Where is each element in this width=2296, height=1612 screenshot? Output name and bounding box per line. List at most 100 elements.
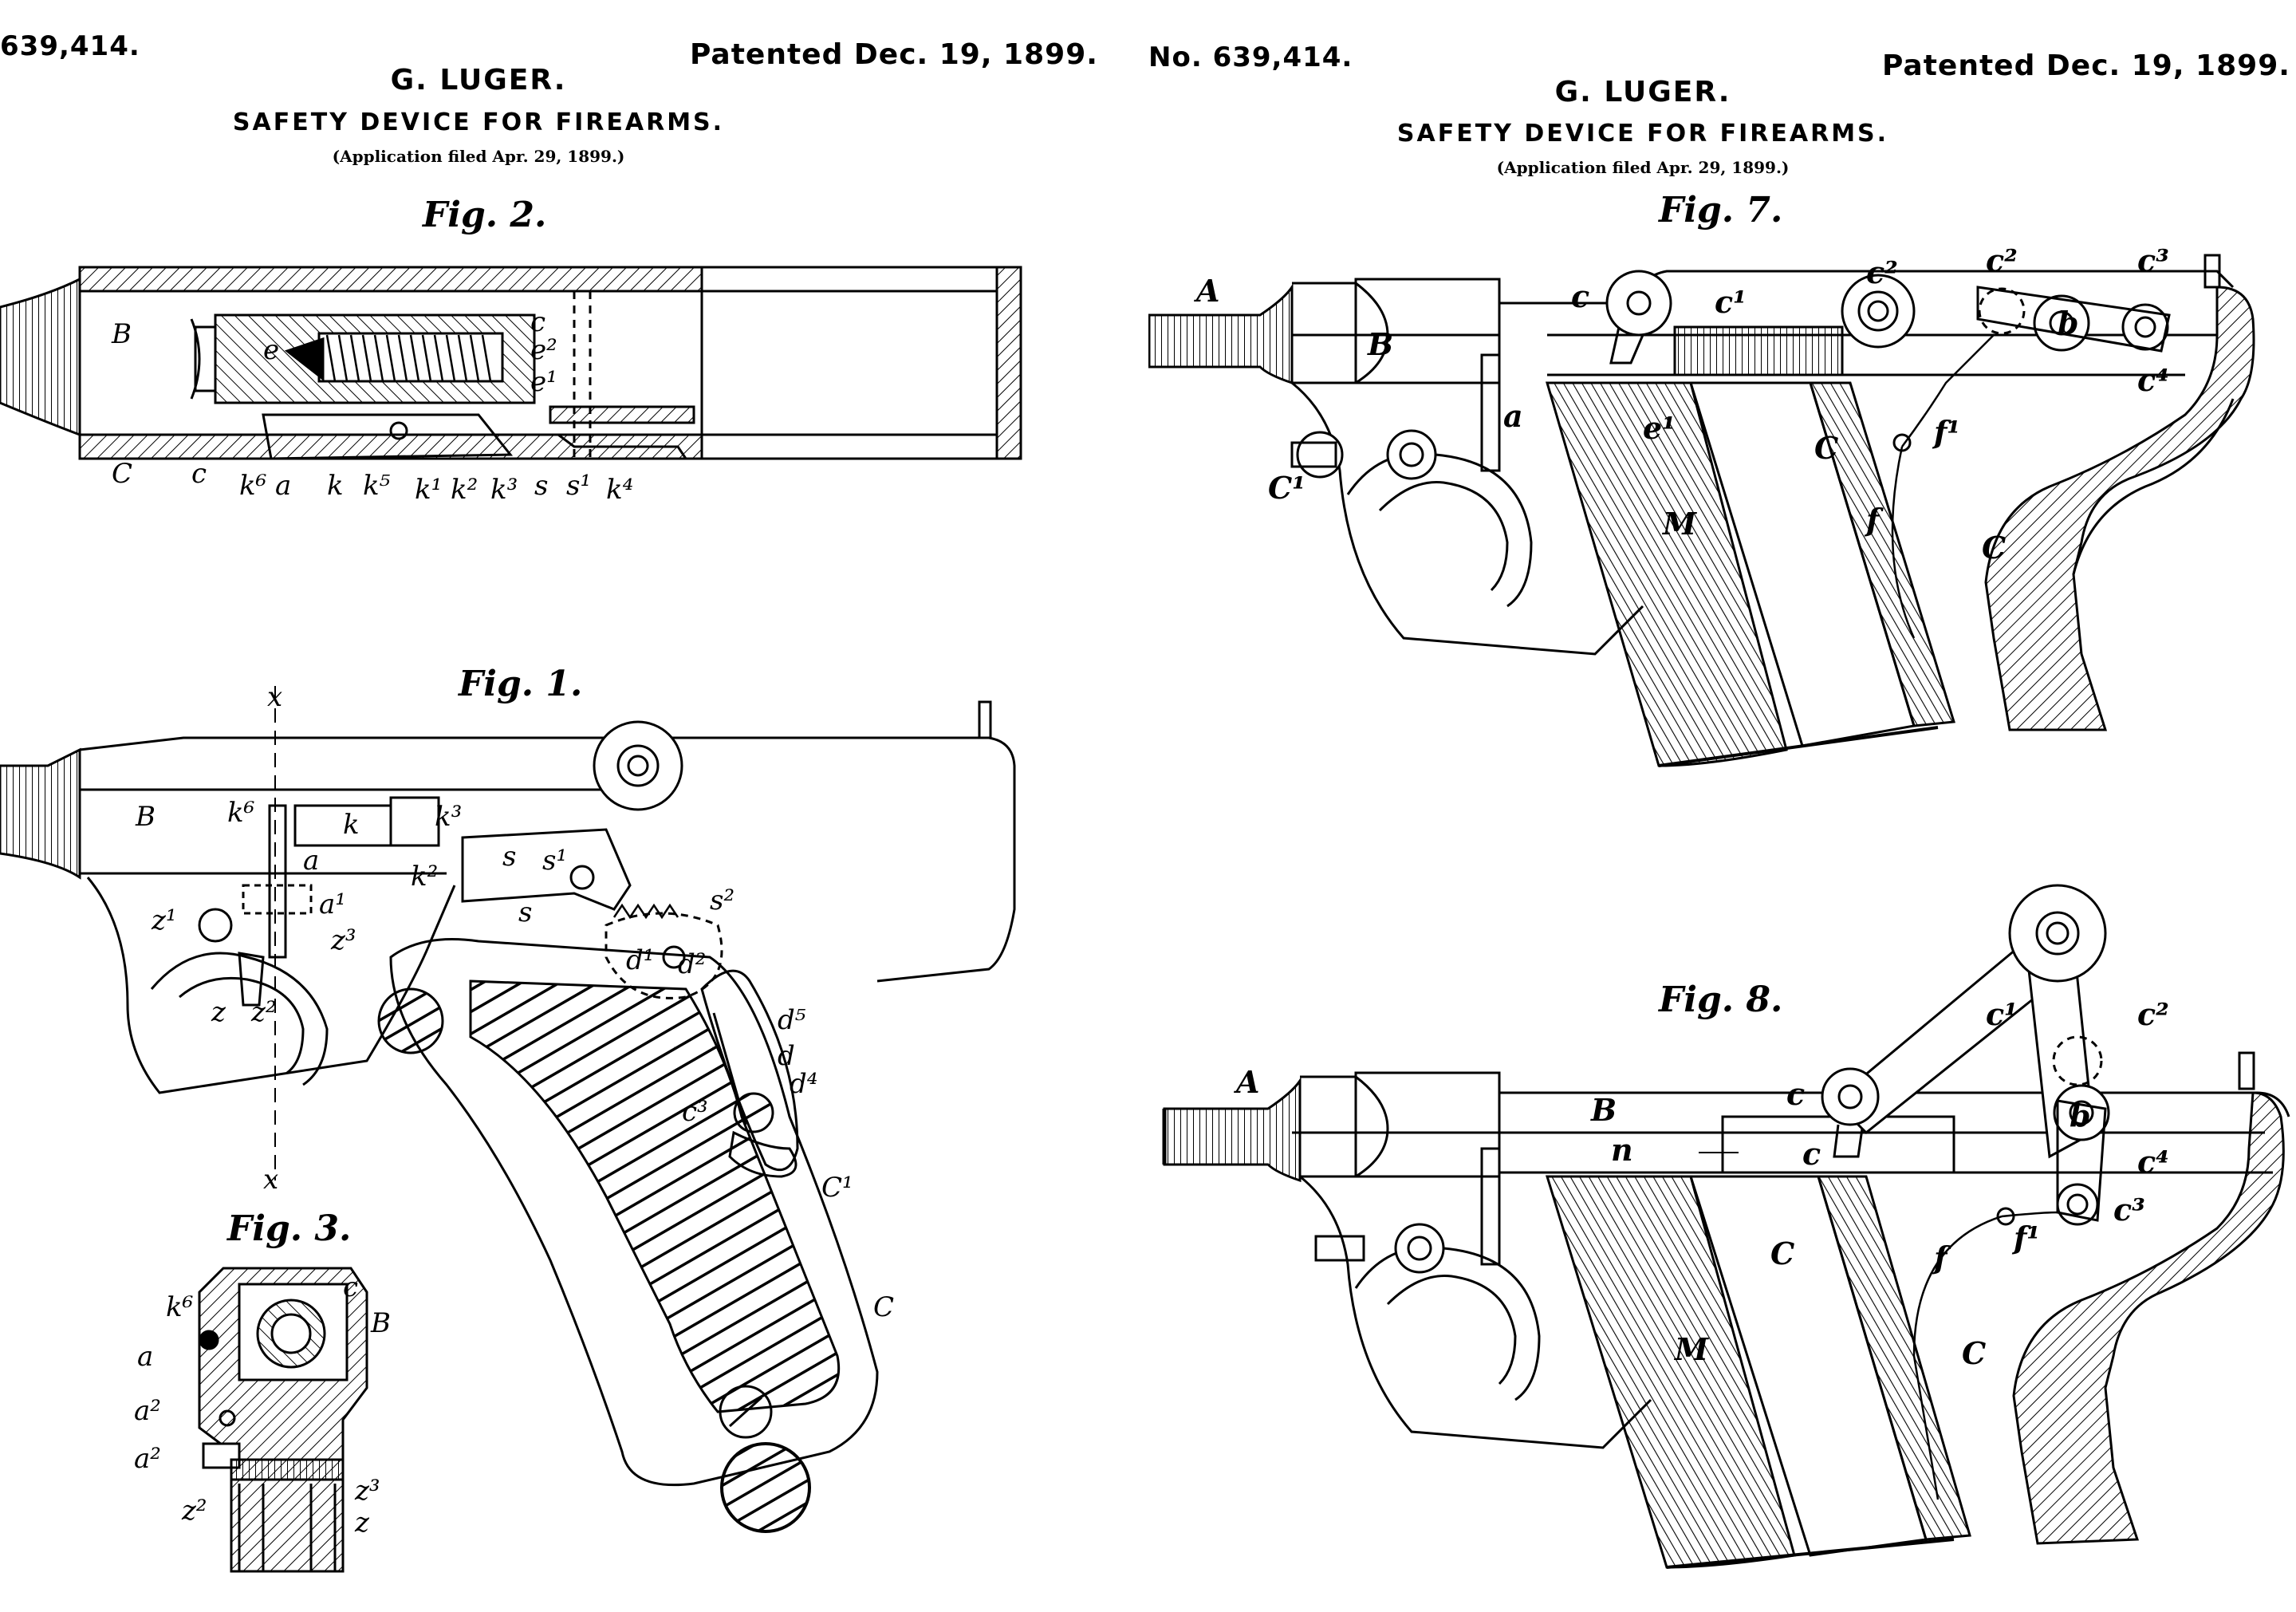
fig1-ref: z³ xyxy=(330,924,356,956)
fig8-ref: c⁴ xyxy=(2137,1144,2169,1180)
fig1-ref: k² xyxy=(411,861,438,893)
fig3-ref: B xyxy=(370,1307,391,1339)
fig1-ref: s xyxy=(518,897,532,928)
fig8-ref: c³ xyxy=(2113,1192,2145,1228)
fig3-ref: z² xyxy=(181,1495,207,1527)
fig1-ref: x xyxy=(267,681,282,713)
fig1-ref: d² xyxy=(678,948,706,980)
fig8-label: Fig. 8. xyxy=(1659,979,1783,1020)
fig2-ref: B xyxy=(111,318,132,350)
fig3-ref: a² xyxy=(134,1395,161,1427)
fig1-ref: s¹ xyxy=(542,845,567,877)
fig3-drawing xyxy=(198,1267,368,1573)
fig1-ref: k⁶ xyxy=(227,797,254,829)
fig8-ref: M xyxy=(1673,1331,1709,1367)
fig7-ref: B xyxy=(1367,326,1393,362)
fig3-ref: c xyxy=(343,1271,358,1303)
fig2-ref: s xyxy=(534,470,548,502)
fig2-label: Fig. 2. xyxy=(423,195,547,235)
fig7-drawing xyxy=(1148,254,2255,767)
fig1-ref: z¹ xyxy=(151,905,177,936)
fig7-ref: C xyxy=(1982,530,2006,566)
fig3-label: Fig. 3. xyxy=(227,1208,352,1249)
fig1-ref: a¹ xyxy=(319,889,346,920)
fig2-ref: k⁴ xyxy=(606,474,633,506)
fig2-ref: C xyxy=(112,458,132,490)
fig1-drawing xyxy=(0,686,1016,1533)
fig2-ref: a xyxy=(275,470,291,502)
fig7-ref: C xyxy=(1814,430,1838,466)
fig7-ref: e¹ xyxy=(1643,410,1676,446)
fig2-ref: e² xyxy=(530,334,557,366)
fig8-ref: f¹ xyxy=(2011,1220,2040,1255)
fig3-ref: k⁶ xyxy=(166,1291,193,1323)
fig8-ref: c² xyxy=(2137,996,2169,1032)
patent-number: 639,414. xyxy=(0,30,140,62)
fig7-ref: c⁴ xyxy=(2137,362,2169,398)
fig8-ref: A xyxy=(1234,1064,1259,1100)
fig3-ref-labels: k⁶ c B a a² a² z² z³ z xyxy=(134,1271,391,1539)
fig7-ref: c xyxy=(1571,278,1589,314)
fig7-ref: c² xyxy=(1866,254,1898,290)
fig3-ref: a xyxy=(137,1341,153,1373)
inventor-name: G. LUGER. xyxy=(390,64,567,97)
fig2-ref: c xyxy=(530,306,545,338)
application-filed: (Application filed Apr. 29, 1899.) xyxy=(1496,158,1790,177)
fig7-ref: a xyxy=(1503,398,1523,434)
fig7-ref: f¹ xyxy=(1932,414,1960,450)
fig8-ref: c xyxy=(1802,1136,1821,1172)
fig1-ref: s² xyxy=(710,885,734,916)
fig3-ref: a² xyxy=(134,1443,161,1475)
fig1-ref: C xyxy=(873,1291,894,1323)
fig3-ref: z xyxy=(354,1507,370,1539)
fig2-ref: e¹ xyxy=(530,366,557,398)
fig7-ref: c³ xyxy=(2137,242,2169,278)
fig1-ref: d¹ xyxy=(626,944,654,976)
fig3-ref: z³ xyxy=(354,1475,380,1507)
fig2-ref: c xyxy=(191,458,207,490)
fig7-ref: M xyxy=(1661,506,1697,542)
fig8-ref: n xyxy=(1611,1132,1633,1168)
fig2-ref: k⁶ xyxy=(239,470,266,502)
fig1-ref: C¹ xyxy=(821,1172,853,1204)
fig7-ref: b xyxy=(2058,305,2079,341)
fig2-ref: k xyxy=(327,470,344,502)
fig1-ref: z² xyxy=(250,996,277,1028)
application-filed: (Application filed Apr. 29, 1899.) xyxy=(332,147,625,166)
fig2-ref: k² xyxy=(451,474,478,506)
fig8-ref: C xyxy=(1962,1335,1986,1371)
fig2-ref: k¹ xyxy=(415,474,442,506)
fig1-ref: k³ xyxy=(435,801,462,833)
fig8-ref: c¹ xyxy=(1986,996,2018,1032)
fig1-ref: B xyxy=(135,801,156,833)
fig8-ref: B xyxy=(1590,1092,1617,1128)
fig2-ref: e xyxy=(263,334,279,366)
patent-title: SAFETY DEVICE FOR FIREARMS. xyxy=(1396,120,1889,148)
fig1-ref: z xyxy=(211,996,226,1028)
fig8-ref: b xyxy=(2070,1098,2091,1133)
fig7-ref: c¹ xyxy=(1715,284,1747,320)
fig1-ref: d⁴ xyxy=(790,1068,817,1100)
fig8-drawing xyxy=(1162,884,2290,1569)
fig1-ref: a xyxy=(303,845,319,877)
fig1-ref: d xyxy=(778,1040,795,1072)
fig1-ref: c³ xyxy=(682,1096,708,1128)
fig2-ref: k³ xyxy=(490,474,518,506)
fig7-ref-labels: A B c c¹ c² c² b c³ c⁴ a e¹ C f¹ C¹ M f … xyxy=(1194,242,2169,566)
fig8-ref: f xyxy=(1932,1240,1951,1275)
fig8-ref: c xyxy=(1786,1076,1805,1112)
right-sheet-drawings: A B c c¹ c² c² b c³ c⁴ a e¹ C f¹ C¹ M f … xyxy=(1148,242,2290,1569)
patent-sheet-left: 639,414. Patented Dec. 19, 1899. G. LUGE… xyxy=(0,30,1097,1573)
fig7-ref: C¹ xyxy=(1268,470,1306,506)
patent-sheet-right: No. 639,414. Patented Dec. 19, 1899. G. … xyxy=(1148,0,2296,1612)
left-sheet-drawings: B e c e² e¹ C c k⁶ a k k⁵ k¹ k² k³ s s¹ … xyxy=(0,266,1022,1573)
fig1-ref: s xyxy=(502,841,516,873)
fig1-label: Fig. 1. xyxy=(459,664,583,704)
patent-number: No. 639,414. xyxy=(1148,41,1353,73)
fig7-ref: A xyxy=(1194,273,1219,309)
patent-title: SAFETY DEVICE FOR FIREARMS. xyxy=(232,108,725,136)
fig1-ref-labels: x x B k⁶ k k³ k² a a¹ s s¹ s² s z¹ z³ z … xyxy=(135,681,894,1323)
fig8-ref-labels: c¹ c² A B c b c⁴ n c f f¹ c³ C M C xyxy=(1234,996,2169,1371)
fig7-label: Fig. 7. xyxy=(1659,190,1783,231)
fig1-ref: d⁵ xyxy=(778,1004,806,1036)
